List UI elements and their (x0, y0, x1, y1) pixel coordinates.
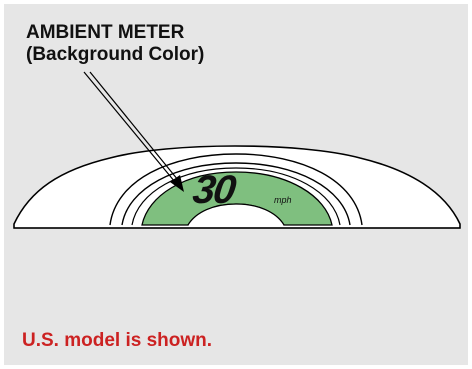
model-caption: U.S. model is shown. (22, 330, 213, 351)
callout-leader-line-2 (89, 71, 179, 181)
callout-label: AMBIENT METER (Background Color) (26, 22, 204, 66)
meter-bezel-outer (109, 153, 363, 226)
callout-line-2: (Background Color) (26, 44, 205, 65)
meter-bezel-inner (131, 167, 341, 226)
callout-arrowhead (170, 175, 184, 192)
meter-hub (187, 203, 285, 226)
speed-readout: 30 (190, 167, 238, 212)
callout-line-1: AMBIENT METER (26, 22, 185, 43)
speed-unit: mph (274, 195, 292, 205)
meter-bezel-middle (121, 162, 351, 226)
callout-leader-line (83, 71, 176, 183)
